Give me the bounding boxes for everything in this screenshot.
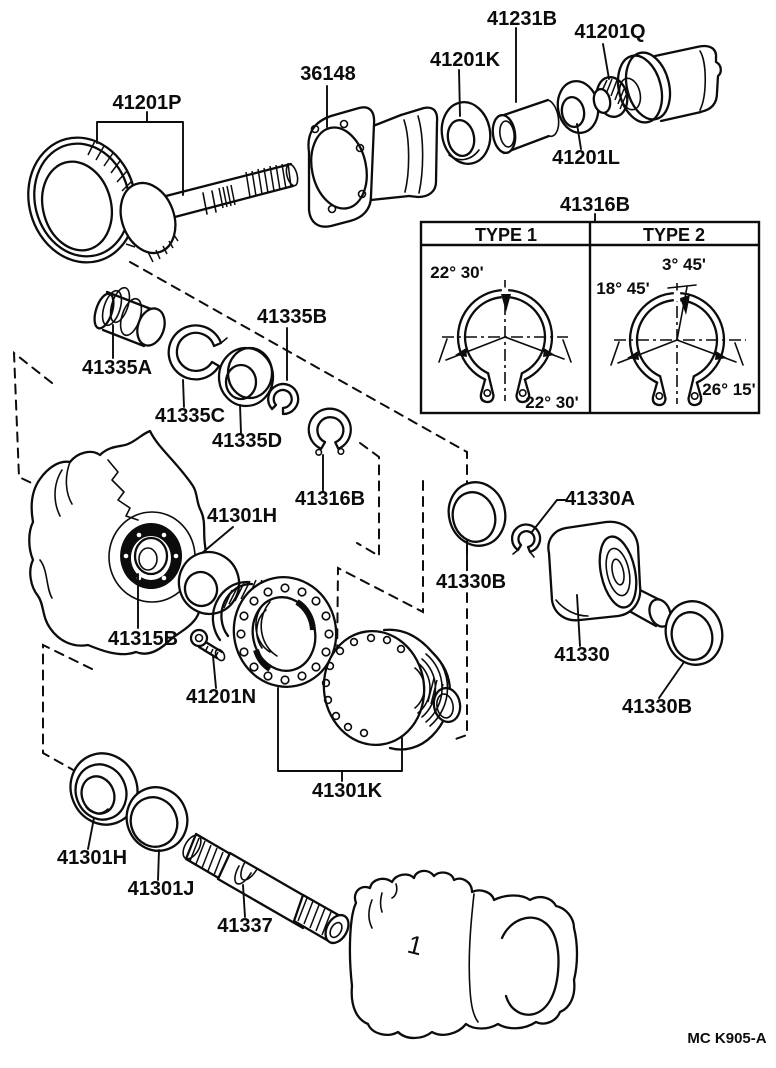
snap-ring-41330A-drawing [510,523,542,558]
callout-41315B: 41315B [108,628,178,650]
drive-pinion-drawing [119,162,299,263]
callout-41330B-right: 41330B [622,696,692,718]
inset-label-41316B: 41316B [560,194,630,216]
callout-41231B: 41231B [487,8,557,30]
callouts: 41201P 36148 41201K 41231B 41201Q 41201L… [57,8,692,937]
callout-41316B: 41316B [295,488,365,510]
callout-41330A: 41330A [565,488,635,510]
inset-col-type1: TYPE 1 [475,225,537,245]
bearing-race-41301H-upper-drawing [177,550,241,616]
snap-ring-41335B-drawing [267,382,300,416]
snap-ring-spec-table: 41316B TYPE 1 TYPE 2 22° 30' 22° 30' [419,194,761,415]
casting-mark: 1 [405,929,426,962]
transmission-case-drawing: 1 [348,869,579,1040]
callout-41301H-upper: 41301H [207,505,277,527]
ring-41330B-left-drawing [447,481,507,547]
callout-41201Q: 41201Q [574,21,645,43]
spline-washer-41201Q-drawing [592,76,629,118]
callout-41201P: 41201P [113,92,182,114]
type2-snap-ring-figure: 3° 45' 18° 45' 26° 15' [596,255,756,407]
plug-41335A-drawing [93,286,166,348]
bearing-retainer-36148-drawing [307,106,439,228]
callout-41335B: 41335B [257,306,327,328]
callout-41201L: 41201L [552,147,620,169]
snap-ring-41335C-drawing [167,324,228,381]
spacer-41231B-drawing [491,98,560,155]
bearing-41315B-drawing [120,523,183,589]
callout-41301H-lower: 41301H [57,847,127,869]
callout-36148: 36148 [300,63,356,85]
callout-41335A: 41335A [82,357,152,379]
companion-flange-drawing [616,44,722,124]
callout-41201N: 41201N [186,686,256,708]
leader-lines [87,27,685,918]
axle-shaft-41337-drawing [182,832,350,945]
callout-41335D: 41335D [212,430,282,452]
group-dashed-lines [12,261,468,772]
carrier-housing-drawing [28,429,207,656]
callout-41301J: 41301J [128,878,195,900]
type2-angle-top: 3° 45' [662,255,706,274]
snap-ring-41316B-drawing [307,407,352,456]
ring-41330B-right-drawing [664,600,724,666]
type1-angle-bottom: 22° 30' [525,393,578,412]
type1-snap-ring-figure: 22° 30' 22° 30' [430,263,578,412]
bearing-41335D-drawing [217,346,275,408]
oil-seal-41301H-lower-drawing [69,752,139,826]
type2-angle-bottom: 26° 15' [702,380,755,399]
callout-41301K: 41301K [312,780,383,802]
bearing-41201K-drawing [440,101,492,165]
gasket-41301J-drawing [125,786,189,852]
side-gear-41330-drawing [547,520,672,628]
callout-41337: 41337 [217,915,273,937]
bolt-41201N-drawing [189,628,226,662]
callout-41330: 41330 [554,644,610,666]
type2-angle-left: 18° 45' [596,279,649,298]
inset-col-type2: TYPE 2 [643,225,705,245]
callout-41330B-left: 41330B [436,571,506,593]
figure-code: MC K905-A [687,1030,766,1047]
spline-hub-drawing [211,579,263,642]
callout-41201K: 41201K [430,49,501,71]
type1-angle-top: 22° 30' [430,263,483,282]
callout-41335C: 41335C [155,405,225,427]
diff-case-drawing [321,628,462,751]
diff-flange-41301K-drawing [232,576,338,688]
